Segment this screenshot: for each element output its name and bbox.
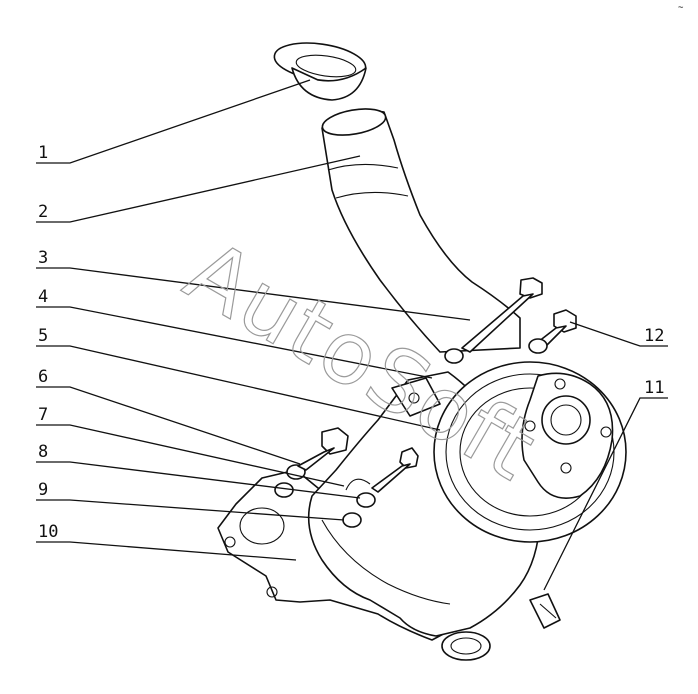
- pulley-hub: [433, 361, 627, 543]
- callout-7: 7: [38, 405, 48, 425]
- part-2-inlet-pipe: [321, 108, 521, 353]
- part-11-drain-plug: [529, 593, 561, 629]
- corner-mark: ~: [678, 3, 684, 13]
- callout-1: 1: [38, 143, 48, 163]
- callout-9: 9: [38, 480, 48, 500]
- callout-5: 5: [38, 326, 48, 346]
- leader-lines: [36, 79, 668, 591]
- callout-12: 12: [644, 326, 664, 346]
- callout-2: 2: [38, 202, 48, 222]
- callout-11: 11: [644, 378, 664, 398]
- callout-10: 10: [38, 522, 58, 542]
- callout-3: 3: [38, 248, 48, 268]
- callout-6: 6: [38, 367, 48, 387]
- part-1-cap: [273, 42, 367, 101]
- part-6-bolt: [297, 427, 349, 471]
- callout-4: 4: [38, 287, 48, 307]
- part-7-bolt: [345, 447, 419, 493]
- part-3-long-bolt: [461, 277, 543, 353]
- washers: [274, 338, 548, 528]
- callout-8: 8: [38, 442, 48, 462]
